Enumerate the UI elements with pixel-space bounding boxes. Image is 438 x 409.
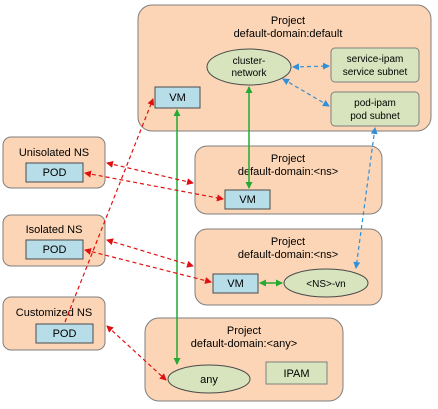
ns-unisolated-label: Unisolated NS [19, 147, 89, 159]
pod-ipam-label-1: pod-ipam [354, 98, 396, 109]
link-pod-ipam-to-ns-vn [353, 127, 378, 269]
project-ns-2-title: Project [271, 236, 305, 248]
project-ns-1: Project default-domain:<ns> [194, 145, 383, 215]
cluster-network-label-1: cluster- [233, 56, 266, 67]
ns-customized-label: Customized NS [16, 307, 92, 319]
service-ipam-label-2: service subnet [343, 67, 408, 78]
any-network-label: any [200, 374, 218, 386]
pod-unisolated [25, 162, 84, 183]
ns-vn-label: <NS>-vn [306, 279, 345, 290]
service-ipam-node [330, 47, 420, 83]
project-any-title: Project [227, 325, 261, 337]
link-cluster-network-to-service-ipam [292, 62, 330, 71]
project-ns-1-subtitle: default-domain:<ns> [238, 166, 338, 178]
project-ns-1-title: Project [271, 153, 305, 165]
cluster-network-label-2: network [231, 68, 267, 79]
project-any: Project default-domain:<any> [144, 317, 344, 402]
pod-customized [35, 323, 94, 344]
any-network-node [167, 364, 251, 394]
vm-ns-2-label: VM [227, 278, 244, 290]
pod-ipam-label-2: pod subnet [350, 111, 400, 122]
project-any-subtitle: default-domain:<any> [191, 338, 297, 350]
cluster-network-node [206, 48, 292, 86]
pod-unisolated-label: POD [43, 167, 67, 179]
pod-ipam-node [330, 91, 420, 127]
vm-ns-1-label: VM [239, 194, 256, 206]
link-cluster-network-to-pod-ipam [282, 78, 330, 107]
ns-customized: Customized NS POD [2, 296, 106, 351]
project-ns-2-subtitle: default-domain:<ns> [238, 249, 338, 261]
link-customized-ns-to-project [106, 325, 167, 381]
link-isolated-ns-to-project [106, 238, 194, 268]
vm-ns-1 [224, 189, 271, 210]
link-unisolated-pod-to-vm [84, 170, 224, 202]
ns-unisolated: Unisolated NS POD [2, 136, 106, 189]
project-default-title: Project [271, 15, 305, 27]
service-ipam-label-1: service-ipam [347, 54, 404, 65]
ipam-any-node [265, 361, 328, 385]
link-isolated-pod-to-vm [84, 248, 212, 284]
project-default-subtitle: default-domain:default [234, 28, 343, 40]
ns-isolated: Isolated NS POD [2, 214, 106, 267]
ns-isolated-label: Isolated NS [26, 224, 83, 236]
link-customized-pod-to-vm-default [64, 98, 155, 323]
vm-default [154, 86, 201, 109]
pod-customized-label: POD [53, 328, 77, 340]
vm-default-label: VM [169, 92, 186, 104]
pod-isolated-label: POD [43, 244, 67, 256]
pod-isolated [25, 239, 84, 260]
ns-vn-node [283, 268, 369, 298]
ipam-any-label: IPAM [283, 368, 309, 380]
vm-ns-2 [212, 273, 259, 294]
